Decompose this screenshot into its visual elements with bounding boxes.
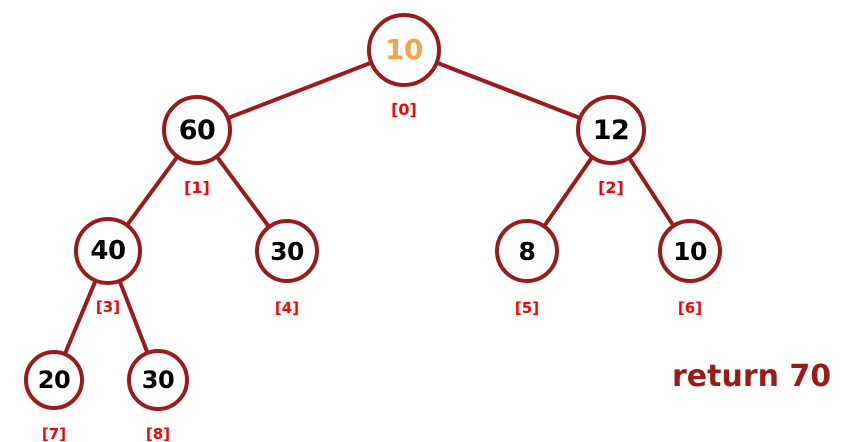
tree-node-index-label: [1]	[184, 178, 210, 197]
tree-node[interactable]: 8	[495, 219, 559, 283]
tree-node-value: 10	[385, 33, 423, 66]
tree-node-value: 20	[37, 366, 71, 394]
tree-node-index-label: [0]	[391, 100, 417, 119]
tree-node-index-label: [6]	[677, 299, 703, 317]
tree-node-index-label: [2]	[598, 178, 624, 197]
tree-node-value: 40	[90, 236, 126, 266]
tree-node-value: 8	[518, 236, 536, 266]
tree-edge	[226, 60, 373, 120]
tree-node-index-label: [4]	[274, 299, 300, 317]
tree-node[interactable]: 20	[24, 350, 84, 410]
tree-edge	[627, 156, 676, 228]
tree-node-value: 30	[141, 366, 175, 394]
tree-edge	[215, 155, 271, 229]
tree-node[interactable]: 10	[367, 13, 441, 87]
tree-node[interactable]: 40	[74, 217, 142, 285]
tree-node[interactable]: 12	[576, 95, 646, 165]
tree-node-index-label: [3]	[95, 298, 121, 316]
tree-node[interactable]: 30	[127, 349, 189, 411]
tree-node-index-label: [5]	[514, 299, 540, 317]
tree-node-value: 12	[592, 114, 630, 146]
tree-edge	[542, 155, 594, 228]
tree-node[interactable]: 10	[658, 219, 722, 283]
tree-node[interactable]: 60	[162, 95, 232, 165]
tree-node-value: 30	[270, 236, 304, 266]
tree-node[interactable]: 30	[255, 219, 319, 283]
tree-node-value: 60	[178, 114, 216, 146]
tree-edge	[63, 279, 98, 356]
tree-edge	[125, 155, 179, 227]
tree-edge	[117, 279, 150, 355]
return-value-label: return 70	[672, 359, 832, 394]
tree-node-index-label: [7]	[41, 425, 67, 442]
tree-node-value: 10	[673, 236, 707, 266]
tree-edge	[435, 60, 582, 120]
tree-node-index-label: [8]	[145, 425, 171, 442]
